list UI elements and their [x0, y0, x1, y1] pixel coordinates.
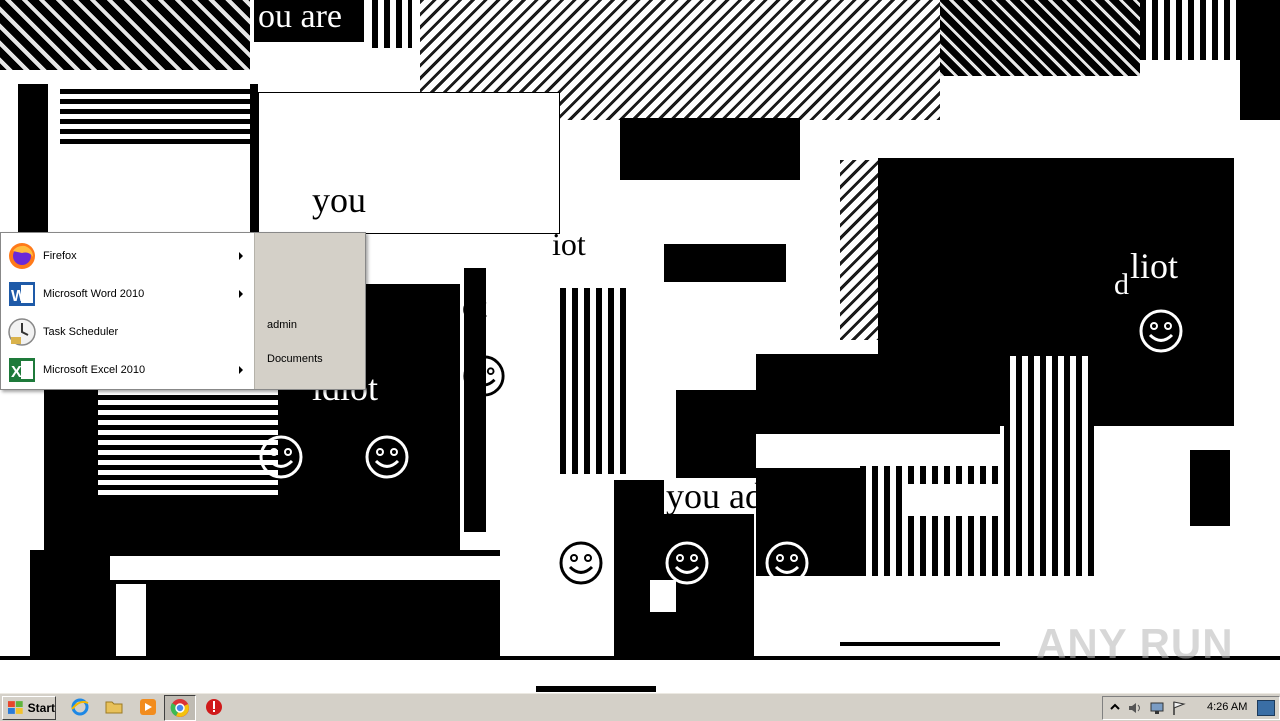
start-menu-item-firefox[interactable]: Firefox: [7, 238, 251, 274]
start-menu-item-word[interactable]: W Microsoft Word 2010: [7, 276, 251, 312]
glitch-block: [620, 118, 800, 180]
task-scheduler-icon: [8, 318, 36, 346]
taskbar: Start 4:26 AM: [0, 692, 1280, 721]
glitch-line: [0, 656, 1280, 660]
glitch-stripes: [98, 390, 278, 500]
glitch-window: [650, 580, 676, 612]
start-menu: Firefox W Microsoft Word 2010 Task Sched…: [0, 232, 366, 390]
clock[interactable]: 4:26 AM: [1207, 701, 1248, 713]
excel-icon: X: [9, 358, 35, 382]
windows-logo-icon: [7, 701, 23, 714]
glitch-window: [904, 484, 1000, 516]
glitch-text: d: [1114, 268, 1129, 301]
glitch-text: iot: [552, 226, 586, 262]
chrome-icon: [170, 699, 189, 717]
start-button[interactable]: Start: [2, 696, 56, 720]
glitch-text: liot: [1130, 246, 1179, 286]
desktop-glitch-background: ou are you iot idiot ot you adiot liot d: [0, 0, 1280, 692]
show-desktop-button[interactable]: [1257, 700, 1275, 716]
smiley-icon: [765, 541, 809, 585]
glitch-block: [664, 244, 786, 282]
svg-text:X: X: [11, 364, 22, 381]
start-menu-link-documents[interactable]: Documents: [267, 353, 323, 365]
glitch-block: [676, 390, 756, 480]
glitch-block: [1240, 0, 1280, 120]
action-center-flag-icon[interactable]: [1171, 700, 1187, 716]
smiley-icon: [1139, 309, 1183, 353]
start-menu-item-label: Task Scheduler: [43, 326, 119, 338]
glitch-block: [756, 354, 1000, 434]
network-icon[interactable]: [1149, 700, 1165, 716]
start-menu-programs: Firefox W Microsoft Word 2010 Task Sched…: [1, 233, 255, 389]
volume-icon[interactable]: [1127, 700, 1143, 716]
firefox-icon: [9, 243, 35, 269]
glitch-noise: [840, 160, 900, 340]
media-player-icon[interactable]: [138, 697, 158, 717]
start-menu-link-admin[interactable]: admin: [267, 319, 297, 331]
glitch-block: [1190, 450, 1230, 526]
start-menu-item-label: Microsoft Word 2010: [43, 288, 145, 300]
glitch-text: ou are: [258, 0, 343, 35]
submenu-arrow-icon: [239, 252, 243, 260]
glitch-stripes: [1140, 0, 1240, 60]
watermark-text: ANY RUN: [1036, 620, 1234, 667]
start-menu-item-label: Firefox: [43, 250, 77, 262]
glitch-stripes: [372, 0, 412, 48]
smiley-icon: [259, 435, 303, 479]
show-hidden-icons-icon[interactable]: [1107, 700, 1123, 716]
start-label: Start: [27, 701, 55, 715]
anyrun-watermark: ANY RUN: [1036, 606, 1236, 668]
glitch-block: [18, 84, 48, 234]
glitch-line: [840, 642, 1000, 646]
glitch-window: [116, 584, 146, 656]
glitch-window: [258, 92, 560, 234]
taskbar-button-chrome[interactable]: [164, 695, 196, 721]
smiley-icon: [559, 541, 603, 585]
glitch-stripes: [1004, 356, 1094, 576]
smiley-icon: [665, 541, 709, 585]
glitch-noise: [940, 0, 1140, 76]
start-menu-item-task-scheduler[interactable]: Task Scheduler: [7, 314, 251, 350]
glitch-block: [254, 0, 364, 42]
glitch-block: [464, 268, 486, 532]
internet-explorer-icon[interactable]: [70, 697, 90, 717]
svg-text:W: W: [11, 288, 27, 305]
glitch-noise: [0, 0, 260, 80]
submenu-arrow-icon: [239, 366, 243, 374]
start-menu-item-excel[interactable]: X Microsoft Excel 2010: [7, 352, 251, 388]
glitch-window: [110, 556, 500, 580]
system-tray: 4:26 AM: [1102, 696, 1280, 720]
glitch-line: [536, 686, 656, 692]
explorer-folder-icon[interactable]: [104, 697, 124, 717]
smiley-icon: [365, 435, 409, 479]
submenu-arrow-icon: [239, 290, 243, 298]
start-menu-item-label: Microsoft Excel 2010: [43, 364, 146, 376]
glitch-text: you: [312, 180, 366, 220]
glitch-stripes: [560, 288, 630, 474]
glitch-stripes: [60, 84, 250, 144]
stop-icon[interactable]: [204, 697, 224, 717]
word-icon: W: [9, 282, 35, 306]
